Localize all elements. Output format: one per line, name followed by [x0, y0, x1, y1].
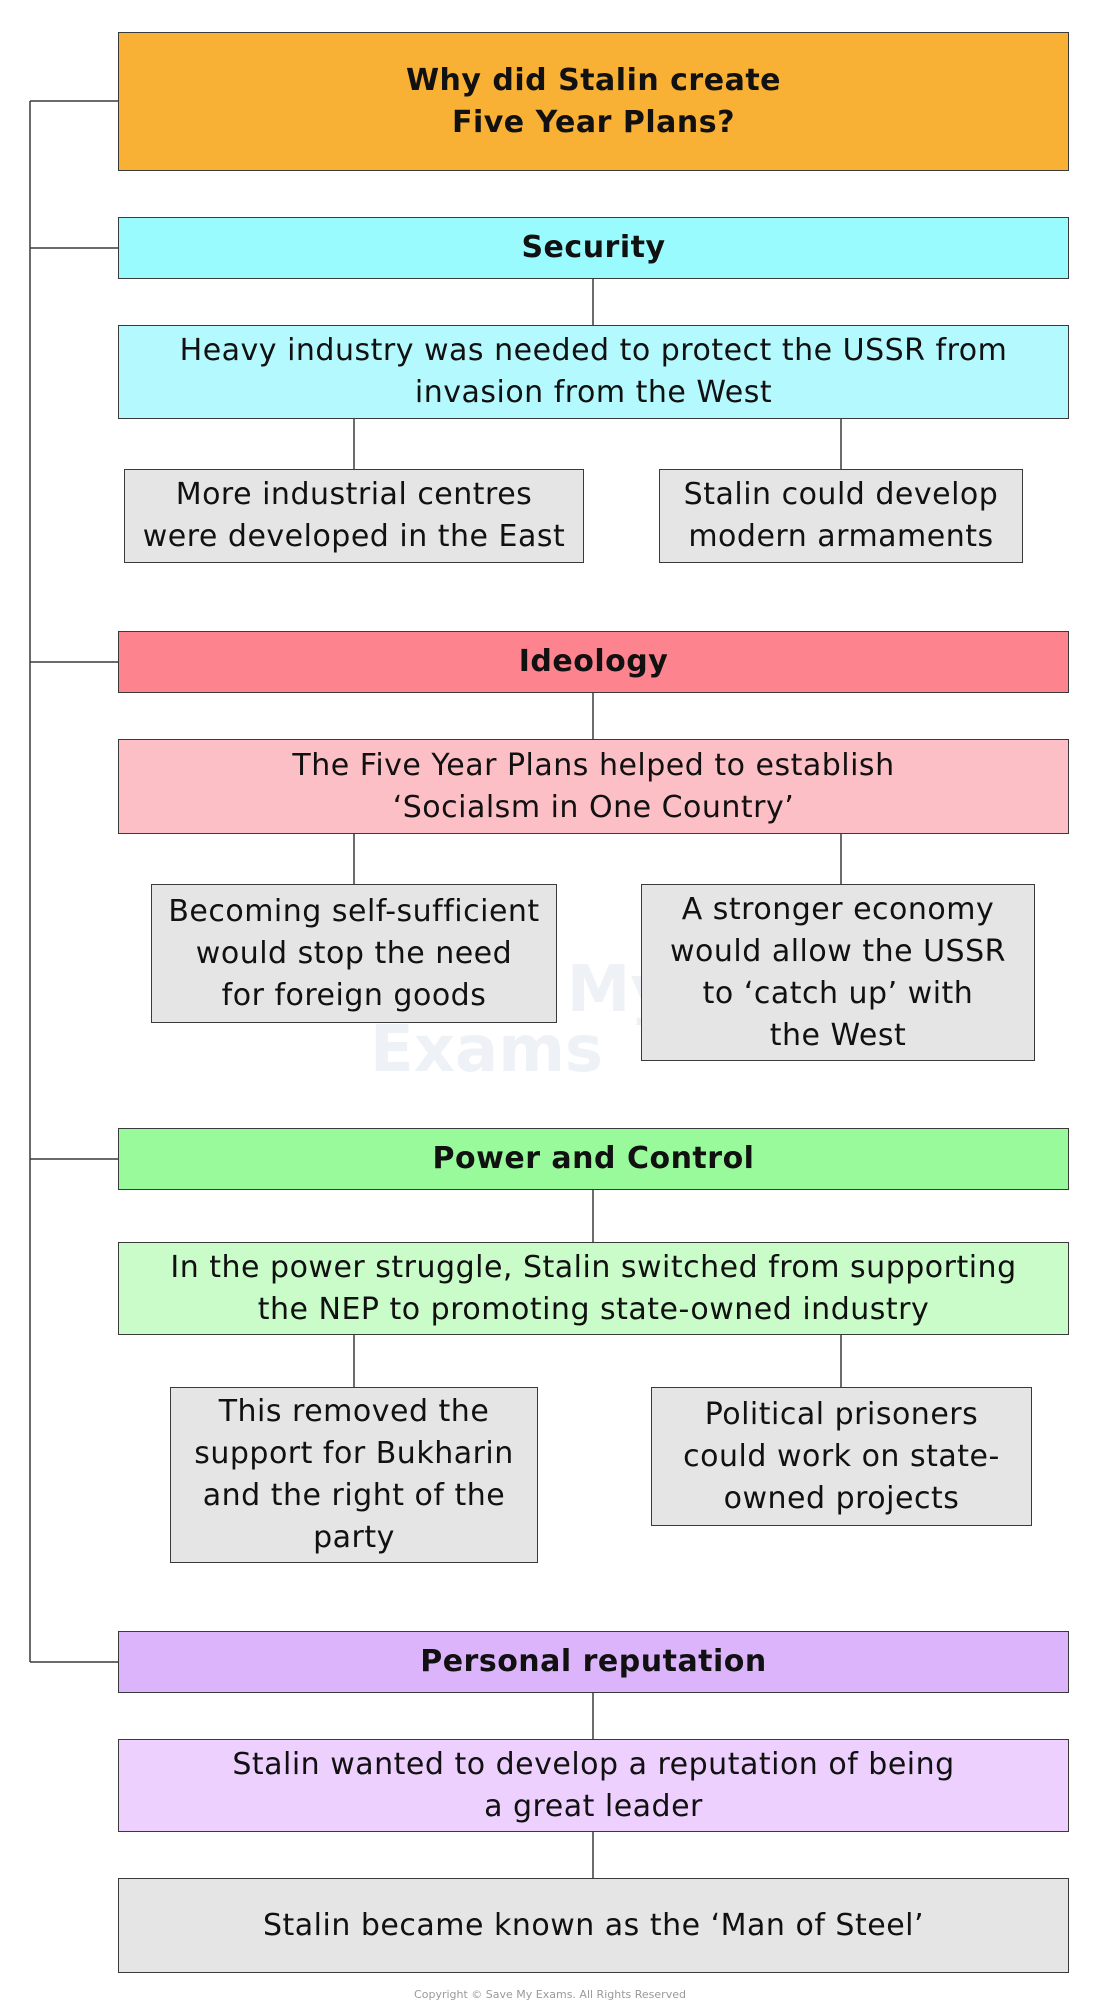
point-ideology-2: A stronger economy would allow the USSR … [641, 884, 1035, 1061]
detail-power-and-control: In the power struggle, Stalin switched f… [118, 1242, 1069, 1335]
heading-security: Security [118, 217, 1069, 279]
detail-security: Heavy industry was needed to protect the… [118, 325, 1069, 419]
point-power-1: This removed the support for Bukharin an… [170, 1387, 538, 1563]
point-security-2: Stalin could develop modern armaments [659, 469, 1023, 563]
heading-power-and-control: Power and Control [118, 1128, 1069, 1190]
point-power-2: Political prisoners could work on state-… [651, 1387, 1032, 1526]
detail-ideology: The Five Year Plans helped to establish … [118, 739, 1069, 834]
point-ideology-1: Becoming self-sufficient would stop the … [151, 884, 557, 1023]
point-personal-1: Stalin became known as the ‘Man of Steel… [118, 1878, 1069, 1973]
copyright-notice: Copyright © Save My Exams. All Rights Re… [414, 1988, 686, 2001]
diagram-title: Why did Stalin create Five Year Plans? [118, 32, 1069, 171]
detail-personal-reputation: Stalin wanted to develop a reputation of… [118, 1739, 1069, 1832]
point-security-1: More industrial centres were developed i… [124, 469, 584, 563]
heading-personal-reputation: Personal reputation [118, 1631, 1069, 1693]
heading-ideology: Ideology [118, 631, 1069, 693]
